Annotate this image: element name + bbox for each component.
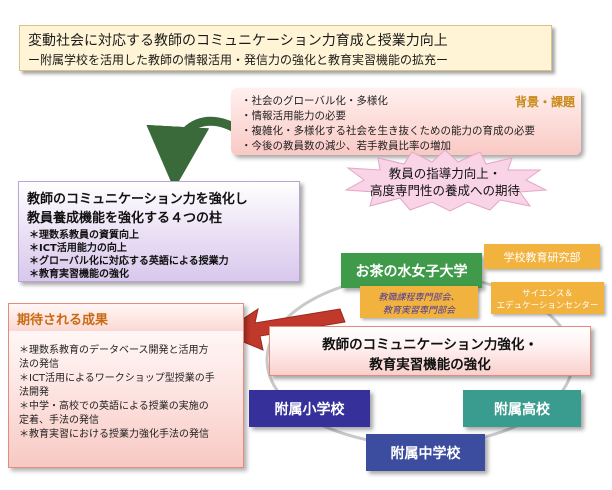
science-center-box: サイエンス＆ エデュケーションセンター	[491, 282, 604, 314]
pillars-box: 教師のコミュニケーション力を強化し 教員養成機能を強化する４つの柱 ＊理数系教員…	[18, 181, 300, 282]
research-dept-box: 学校教育研究部	[484, 244, 600, 269]
pillar-item: ＊理数系教員の資質向上	[29, 230, 139, 241]
burst-shape	[344, 149, 548, 212]
page-title: 変動社会に対応する教師のコミュニケーション力育成と授業力向上	[28, 33, 448, 49]
high-school-box: 附属高校	[463, 390, 581, 427]
result-item: 法開発	[19, 387, 49, 398]
background-item: ・社会のグローバル化・多様化	[241, 95, 388, 107]
expectation-line2: 高度専門性の養成への期待	[369, 183, 520, 198]
elementary-school-box: 附属小学校	[249, 390, 370, 427]
university-box: お茶の水女子大学	[341, 253, 482, 288]
expectation-line1: 教員の指導力向上・	[388, 166, 502, 181]
result-item: 法の発信	[19, 359, 59, 370]
central-goal-line2: 教育実習機能の強化	[369, 357, 491, 373]
expectation-burst: 教員の指導力向上・ 高度専門性の養成への期待	[340, 148, 550, 212]
result-item: ＊ICT活用によるワークショップ型授業の手	[19, 373, 215, 384]
pillar-item: ＊ICT活用能力の向上	[29, 243, 127, 254]
teaching-committee-line2: 教育実習専門部会	[382, 306, 455, 316]
research-dept-label: 学校教育研究部	[503, 251, 581, 264]
title-box: 変動社会に対応する教師のコミュニケーション力育成と授業力向上 ー附属学校を活用し…	[19, 25, 552, 71]
result-item: ＊中学・高校での英語による授業の実施の	[19, 401, 209, 412]
science-center-line1: サイエンス＆	[522, 289, 573, 299]
curved-arrow-icon	[146, 116, 241, 190]
teaching-committee-line1: 教職課程専門部会、	[378, 293, 460, 303]
elementary-school-label: 附属小学校	[274, 402, 345, 418]
science-center-line2: エデュケーションセンター	[496, 301, 599, 311]
background-issues-box: 背景・課題 ・社会のグローバル化・多様化 ・情報活用能力の必要 ・複雑化・多様化…	[231, 88, 581, 155]
university-label: お茶の水女子大学	[355, 264, 468, 280]
pillar-item: ＊グローバル化に対応する英語による授業力	[29, 256, 229, 267]
central-goal-box: 教師のコミュニケーション力強化・ 教育実習機能の強化	[269, 326, 591, 376]
background-label: 背景・課題	[514, 95, 575, 109]
results-header: 期待される成果	[9, 304, 243, 331]
pillars-title-line1: 教師のコミュニケーション力を強化し	[27, 192, 248, 207]
central-goal-line1: 教師のコミュニケーション力強化・	[322, 337, 538, 353]
page-subtitle: ー附属学校を活用した教師の情報活用・発信力の強化と教育実習機能の拡充ー	[28, 53, 449, 67]
expected-results-box: 期待される成果 ＊理数系教育のデータベース開発と活用方 法の発信 ＊ICT活用に…	[8, 303, 244, 468]
middle-school-label: 附属中学校	[390, 446, 461, 462]
results-title: 期待される成果	[17, 313, 109, 328]
background-item: ・情報活用能力の必要	[241, 110, 346, 122]
teaching-committee-box: 教職課程専門部会、 教育実習専門部会	[360, 286, 478, 318]
middle-school-box: 附属中学校	[366, 434, 485, 471]
pillar-item: ＊教育実習機能の強化	[29, 269, 129, 280]
result-item: ＊教育実習における授業力強化手法の発信	[19, 429, 209, 440]
result-item: ＊理数系教育のデータベース開発と活用方	[19, 345, 209, 356]
background-item: ・複雑化・多様化する社会を生き抜くための能力の育成の必要	[241, 125, 535, 137]
pillars-title-line2: 教員養成機能を強化する４つの柱	[27, 211, 223, 226]
background-item: ・今後の教員数の減少、若手教員比率の増加	[241, 140, 451, 152]
result-item: 定着、手法の発信	[19, 415, 99, 426]
high-school-label: 附属高校	[494, 402, 550, 418]
